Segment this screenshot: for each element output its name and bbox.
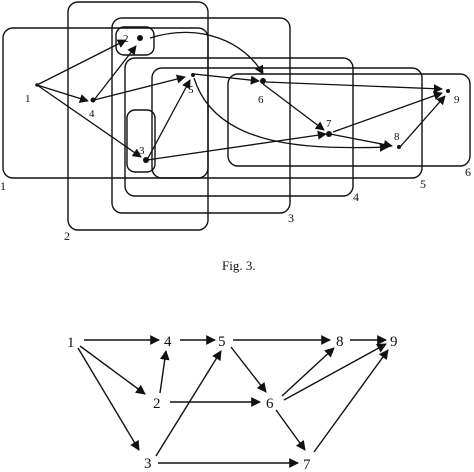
bottom-edge-6-7 [275,409,306,451]
top-edge-8-9 [399,95,446,148]
top-edge-1-3 [36,84,142,158]
top-edge-4-5 [93,74,186,101]
box-label-6: 6 [465,165,471,179]
bottom-node-label-3: 3 [144,456,152,472]
bottom-node-label-8: 8 [336,334,344,350]
top-node-2 [137,35,143,41]
box-inner-2 [115,26,155,56]
bottom-node-label-4: 4 [164,334,172,350]
top-edge-5-6 [193,73,260,85]
top-node-9 [446,89,450,93]
top-node-8 [397,145,401,149]
figure-caption: Fig. 3. [222,258,256,273]
box-label-5: 5 [420,177,426,191]
nested-boxes [2,1,471,231]
box-3 [111,17,291,214]
bottom-edge-7-9 [313,349,389,453]
box-2 [67,1,209,231]
top-node-labels: 1 2 3 4 5 6 7 8 9 [25,33,460,157]
bottom-node-label-9: 9 [390,334,398,350]
bottom-edge-6-9 [283,343,387,401]
top-node-1 [35,83,39,87]
top-edge-1-4 [36,84,89,103]
top-edge-6-7 [262,83,325,131]
bottom-node-label-5: 5 [218,334,226,350]
box-labels: 1 2 3 4 5 6 [0,165,471,243]
top-edge-3-5 [146,79,191,161]
bottom-node-labels: 1 2 3 4 5 6 7 8 9 [67,334,398,472]
top-node-6 [260,78,266,84]
top-edge-5-8 [193,77,389,152]
top-node-label-2: 2 [123,33,129,45]
box-label-4: 4 [353,190,359,204]
box-label-2: 2 [64,229,70,243]
bottom-edge-1-2 [79,345,146,395]
box-label-1: 1 [0,179,6,193]
box-inner-3 [126,109,156,173]
box-4 [124,57,354,197]
top-nodes [35,35,450,163]
bottom-edge-6-8 [281,347,335,397]
top-edge-7-8 [329,133,393,149]
box-label-3: 3 [288,211,294,225]
bottom-edge-3-5 [155,350,222,457]
bottom-node-label-2: 2 [153,396,161,412]
top-node-label-1: 1 [25,93,31,105]
bottom-edge-2-4 [159,350,170,394]
top-node-4 [90,97,96,103]
bottom-edge-1-3 [77,347,140,451]
top-node-label-3: 3 [139,145,145,157]
top-node-label-5: 5 [188,84,194,96]
top-edge-4-2 [93,45,137,101]
bottom-node-label-7: 7 [303,457,311,472]
top-node-3 [143,157,149,163]
top-edge-6-9 [265,81,443,94]
top-node-5 [191,73,195,77]
top-node-label-6: 6 [258,94,264,106]
top-node-label-8: 8 [394,131,400,143]
top-edge-1-2 [36,39,127,86]
top-edges [36,31,446,161]
top-node-label-7: 7 [326,118,332,130]
top-node-label-9: 9 [454,94,460,106]
top-edge-2-6 [149,31,264,75]
box-6 [227,73,471,167]
top-node-7 [326,131,332,137]
top-edge-3-7 [146,130,327,161]
bottom-node-label-6: 6 [266,396,274,412]
top-node-label-4: 4 [89,108,95,120]
bottom-node-label-1: 1 [67,335,75,351]
bottom-edges [77,335,389,468]
bottom-edge-5-6 [230,346,267,393]
top-edge-7-9 [332,91,443,133]
